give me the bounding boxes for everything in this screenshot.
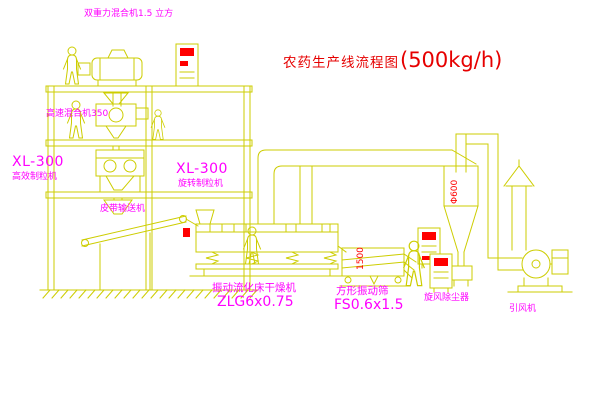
worker-figure xyxy=(243,226,261,265)
rotary-granulator xyxy=(95,149,145,193)
label-belt-conveyor: 皮带输送机 xyxy=(100,204,146,214)
label-screen-name: 方形振动筛 xyxy=(336,285,389,297)
label-fan: 引风机 xyxy=(509,304,537,314)
worker-figure xyxy=(67,100,85,139)
label-granulator-right-name: 旋转制粒机 xyxy=(178,179,224,189)
cyclone-separator xyxy=(443,133,499,287)
label-high-speed-mixer: 高速混合机350 xyxy=(46,109,109,119)
label-granulator-left-model: XL-300 xyxy=(12,154,64,170)
building-frame xyxy=(39,85,259,299)
label-granulator-right-model: XL-300 xyxy=(176,161,228,177)
annotation-cyclone-diameter: Φ600 xyxy=(450,179,460,204)
title-text: 农药生产线流程图 xyxy=(283,55,399,71)
label-cyclone: 旋风除尘器 xyxy=(424,293,470,303)
label-top-mixer: 双重力混合机1.5 立方 xyxy=(84,9,174,19)
annotation-screen-width: 1500 xyxy=(356,247,366,270)
high-speed-mixer xyxy=(95,92,149,151)
label-granulator-left-name: 高效制粒机 xyxy=(12,172,58,182)
diagram-title: 农药生产线流程图 (500kg/h) xyxy=(283,48,502,72)
double-gravity-mixer xyxy=(77,49,143,107)
worker-figure xyxy=(150,109,166,140)
control-cabinets xyxy=(417,227,453,293)
label-screen-model: FS0.6x1.5 xyxy=(334,297,404,313)
control-panel-top xyxy=(175,43,199,87)
induced-draft-fan-and-stack xyxy=(487,159,573,293)
title-capacity: (500kg/h) xyxy=(400,48,503,72)
label-dryer-model: ZLG6x0.75 xyxy=(217,294,294,310)
label-dryer-name: 振动流化床干燥机 xyxy=(212,282,296,294)
fluid-bed-dryer xyxy=(183,149,453,277)
hopper-and-belt-conveyor xyxy=(81,197,199,291)
